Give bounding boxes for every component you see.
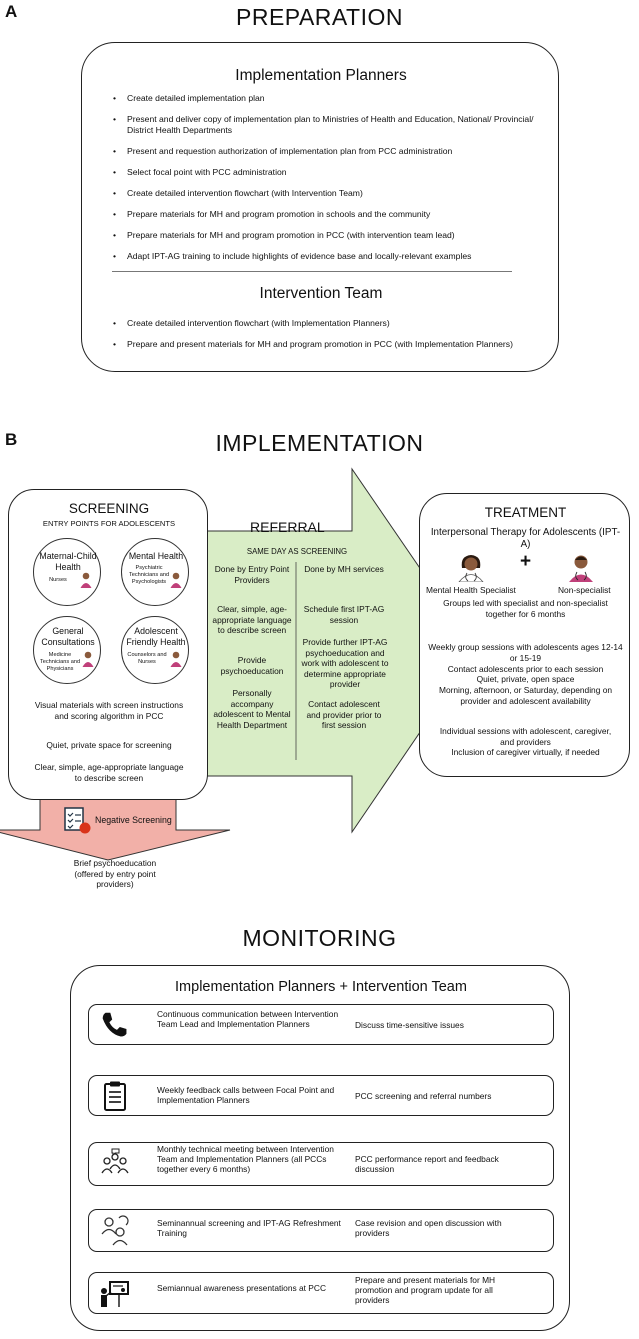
monitoring-row: Semiannual awareness presentations at PC… (88, 1272, 554, 1314)
referral-arrow (206, 467, 477, 834)
specialist-label: Mental Health Specialist (426, 585, 516, 595)
entry-point-title: Mental Health (128, 551, 184, 561)
panel-a-letter: A (5, 2, 18, 21)
panel-b-letter: B (5, 430, 18, 449)
nonspecialist-icon (569, 555, 593, 582)
treatment-groups: Groups led with specialist and non-speci… (443, 598, 608, 619)
planners-item: Prepare materials for MH and program pro… (111, 230, 541, 241)
planners-item: Prepare materials for MH and program pro… (111, 209, 541, 220)
planners-list: Create detailed implementation plan Pres… (111, 93, 541, 272)
physician-avatar-icon (82, 651, 94, 667)
monitoring-activity: Seminannual screening and IPT-AG Refresh… (157, 1218, 341, 1239)
screening-note: Quiet, private space for screening (46, 740, 172, 750)
entry-point-adolescent-friendly: Adolescent Friendly Health Counselors an… (121, 616, 189, 684)
clipboard-icon (104, 1081, 126, 1111)
planners-item: Create detailed intervention flowchart (… (111, 188, 541, 199)
specialist-icon (458, 555, 484, 582)
phone-icon (102, 1012, 127, 1037)
team-item: Create detailed intervention flowchart (… (111, 318, 551, 329)
treatment-individual: Individual sessions with adolescent, car… (439, 726, 612, 747)
treatment-title: TREATMENT (484, 505, 567, 520)
entry-point-maternal: Maternal-Child Health Nurses (33, 538, 101, 606)
monitoring-row: Continuous communication between Interve… (88, 1004, 554, 1045)
treatment-inclusion: Inclusion of caregiver virtually, if nee… (451, 747, 600, 757)
preparation-divider (112, 271, 512, 272)
referral-left-item: Provide psychoeducation (220, 655, 284, 676)
monitoring-title: MONITORING (242, 925, 397, 951)
treatment-contact: Contact adolescents prior to each sessio… (447, 664, 604, 674)
implementation-title: IMPLEMENTATION (215, 430, 424, 456)
same-day-label: SAME DAY AS SCREENING (246, 547, 348, 556)
entry-point-title: Maternal-Child Health (39, 551, 97, 572)
referral-right-item: Provide further IPT-AG psychoeducation a… (301, 637, 389, 689)
planners-heading: Implementation Planners (235, 67, 407, 84)
presentation-icon (101, 1281, 129, 1307)
planners-item: Create detailed implementation plan (111, 93, 541, 104)
meeting-icon (101, 1148, 129, 1174)
referral-left-head: Done by Entry Point Providers (214, 564, 290, 585)
entry-point-staff: Medicine Technicians and Physicians (39, 652, 81, 672)
treatment-space: Quiet, private, open space (476, 674, 575, 684)
preparation-box: Implementation Planners Create detailed … (81, 42, 559, 372)
monitoring-row: Monthly technical meeting between Interv… (88, 1142, 554, 1186)
treatment-box: TREATMENT Interpersonal Therapy for Adol… (419, 493, 630, 777)
monitoring-row: Seminannual screening and IPT-AG Refresh… (88, 1209, 554, 1252)
nurse-avatar-icon (80, 572, 92, 588)
referral-right-item: Contact adolescent and provider prior to… (306, 699, 382, 730)
monitoring-row: Weekly feedback calls between Focal Poin… (88, 1075, 554, 1116)
screening-title: SCREENING (68, 501, 150, 516)
monitoring-activity: Weekly feedback calls between Focal Poin… (157, 1085, 335, 1106)
brief-psychoeducation: Brief psychoeducation (offered by entry … (73, 858, 157, 889)
planners-item: Adapt IPT-AG training to include highlig… (111, 251, 541, 262)
monitoring-purpose: Discuss time-sensitive issues (355, 1020, 464, 1030)
screening-note: Visual materials with screen instruction… (34, 700, 184, 721)
referral-title: REFERRAL (250, 519, 325, 535)
checklist-icon (64, 807, 91, 834)
monitoring-heading: Implementation Planners + Intervention T… (175, 979, 467, 995)
nonspecialist-label: Non-specialist (558, 585, 611, 595)
team-list: Create detailed intervention flowchart (… (111, 318, 551, 360)
psychologist-avatar-icon (170, 572, 182, 588)
monitoring-purpose: Case revision and open discussion with p… (355, 1218, 502, 1239)
treatment-weekly: Weekly group sessions with adolescents a… (428, 642, 623, 663)
monitoring-purpose: PCC screening and referral numbers (355, 1091, 492, 1101)
referral-right-item: Schedule first IPT-AG session (303, 604, 385, 625)
negative-screening-arrow (0, 798, 231, 861)
referral-left-item: Personally accompany adolescent to Menta… (213, 688, 291, 730)
screening-box: SCREENING ENTRY POINTS FOR ADOLESCENTS M… (8, 489, 208, 800)
planners-item: Present and deliver copy of implementati… (111, 114, 541, 136)
treatment-subtitle: Interpersonal Therapy for Adolescents (I… (430, 527, 621, 550)
referral-left-item: Clear, simple, age-appropriate language … (212, 604, 292, 635)
screening-subtitle: ENTRY POINTS FOR ADOLESCENTS (42, 519, 176, 528)
preparation-title: PREPARATION (236, 4, 403, 30)
monitoring-activity: Continuous communication between Interve… (157, 1009, 339, 1030)
entry-point-mental-health: Mental Health Psychiatric Technicians an… (121, 538, 189, 606)
plus-sign: + (520, 551, 532, 572)
counselor-avatar-icon (170, 651, 182, 667)
team-heading: Intervention Team (259, 285, 383, 302)
entry-point-staff: Psychiatric Technicians and Psychologist… (128, 565, 170, 585)
negative-screening-label: Negative Screening (95, 815, 172, 825)
referral-right-head: Done by MH services (304, 564, 384, 574)
team-item: Prepare and present materials for MH and… (111, 339, 551, 350)
entry-point-staff: Nurses (49, 577, 67, 583)
monitoring-activity: Monthly technical meeting between Interv… (157, 1144, 334, 1175)
planners-item: Present and requestion authorization of … (111, 146, 541, 157)
training-icon (101, 1215, 129, 1246)
entry-point-staff: Counselors and Nurses (127, 652, 167, 665)
entry-point-title: Adolescent Friendly Health (126, 626, 186, 647)
monitoring-purpose: PCC performance report and feedback disc… (355, 1154, 499, 1175)
monitoring-activity: Semiannual awareness presentations at PC… (157, 1283, 326, 1293)
entry-point-general: General Consultations Medicine Technicia… (33, 616, 101, 684)
treatment-timing: Morning, afternoon, or Saturday, dependi… (438, 685, 613, 706)
planners-item: Select focal point with PCC administrati… (111, 167, 541, 178)
screening-note: Clear, simple, age-appropriate language … (34, 762, 184, 783)
monitoring-purpose: Prepare and present materials for MH pro… (355, 1275, 496, 1306)
entry-point-title: General Consultations (41, 626, 95, 647)
